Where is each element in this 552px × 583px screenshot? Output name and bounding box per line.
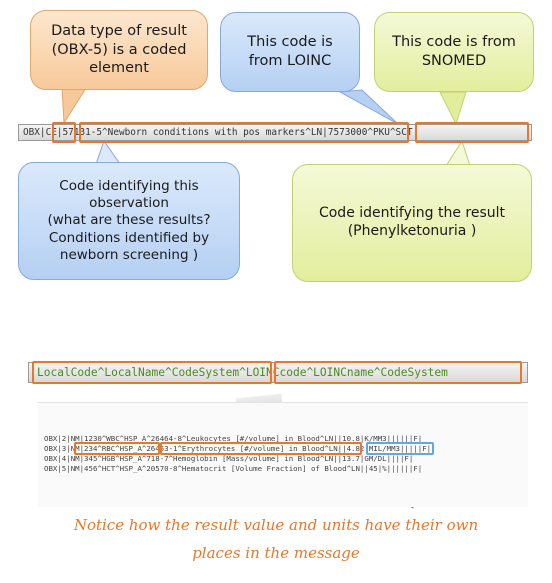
snomed-callout-tail <box>439 91 467 126</box>
snomed-code-highlight <box>415 122 529 143</box>
obx-segment-id: OBX| <box>23 127 46 138</box>
loinc-code-highlight <box>79 122 409 143</box>
loinc-callout: This code is from LOINC <box>220 12 360 92</box>
value-units-highlight <box>366 442 434 455</box>
data-type-callout-tail <box>61 87 87 125</box>
obx-segment-bar: OBX|CE|57131-5^Newborn conditions with p… <box>18 124 532 141</box>
obx-separator: | <box>322 127 328 138</box>
result-callout-tail <box>445 139 471 167</box>
loinc-format-highlight <box>274 361 522 384</box>
result-callout: Code identifying the result (Phenylketon… <box>292 164 532 282</box>
obx-separator: | <box>56 127 63 138</box>
obx-message-line-5: OBX|5|NM|456^HCT^HSP_A^20570-8^Hematocri… <box>44 464 423 473</box>
loinc-callout-tail <box>338 89 399 125</box>
loinc-rbc-code-highlight <box>160 442 362 455</box>
loinc-code-format: LOINCcode^LOINCname^CodeSystem <box>245 366 448 379</box>
format-separator: ^ <box>239 366 246 379</box>
data-type-callout: Data type of result (OBX-5) is a coded e… <box>30 10 208 90</box>
data-type-highlight <box>52 122 76 143</box>
obx-message-line-2: OBX|2|NM|1230^WBC^HSP_A^26464-8^Leukocyt… <box>44 434 423 443</box>
obx-message-line-4: OBX|4|NM|345^HGB^HSP_A^718-7^Hemoglobin … <box>44 454 414 463</box>
obx-loinc-code: 57131-5^Newborn conditions with pos mark… <box>62 127 323 138</box>
obx-snomed-code: 7573000^PKU^SCT <box>327 127 413 138</box>
observation-callout: Code identifying this observation (what … <box>18 162 240 280</box>
obx-data-type: CE <box>45 127 57 138</box>
note-line-2: places in the message <box>192 544 360 562</box>
local-code-format: LocalCode^LocalName^CodeSystem <box>37 366 240 379</box>
local-rbc-code-highlight <box>74 442 160 455</box>
note-line-1: Notice how the result value and units ha… <box>73 516 479 534</box>
snomed-callout: This code is from SNOMED <box>374 12 534 92</box>
local-code-highlight <box>32 361 272 384</box>
observation-callout-tail <box>95 139 121 165</box>
